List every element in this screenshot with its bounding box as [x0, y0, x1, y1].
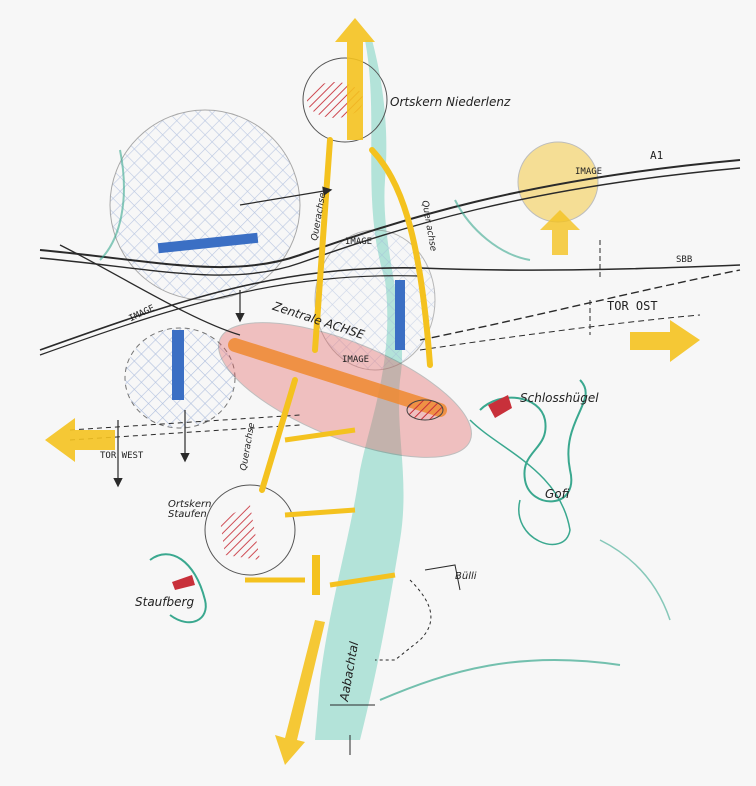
blue-bar-west — [172, 330, 184, 400]
label-sbb: SBB — [676, 256, 692, 265]
label-image-small: IMAGE — [342, 356, 369, 365]
label-image-top-right: IMAGE — [575, 168, 602, 177]
label-staufberg: Staufberg — [135, 596, 194, 608]
label-schlosshuegel: Schlosshügel — [520, 392, 599, 404]
zone-northwest — [110, 110, 300, 300]
arrow-east — [630, 320, 700, 362]
label-image-center: IMAGE — [345, 238, 372, 247]
label-gofi: Gofi — [545, 488, 569, 500]
label-buelli: Bülli — [455, 572, 477, 582]
arrow-north — [335, 18, 375, 140]
image-top-right-circle — [518, 142, 598, 222]
label-tor-west: TOR WEST — [100, 452, 143, 461]
blue-bar-center — [395, 280, 405, 350]
arrow-south — [275, 620, 325, 765]
sbb-east — [420, 270, 740, 340]
staufberg-pin — [172, 575, 195, 590]
label-ortskern-niederlenz: Ortskern Niederlenz — [390, 96, 510, 108]
label-tor-ost: TOR OST — [607, 300, 658, 312]
label-ortskern-staufen: Ortskern Staufen — [168, 500, 222, 520]
label-a1: A1 — [650, 150, 663, 161]
